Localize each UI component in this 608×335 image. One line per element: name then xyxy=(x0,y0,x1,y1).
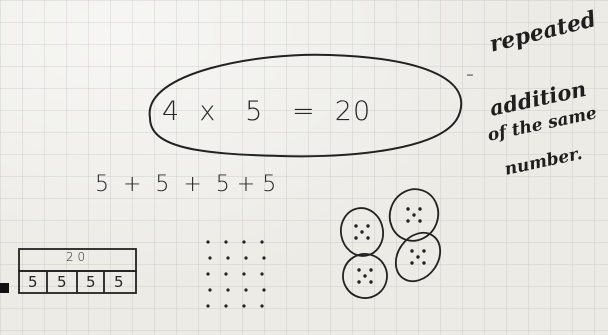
group-dot xyxy=(410,249,414,253)
group-dot xyxy=(366,224,370,228)
group-circle xyxy=(388,188,440,242)
bar-part-label: 5 xyxy=(57,273,67,291)
group-circle xyxy=(342,253,388,299)
bar-part-label: 5 xyxy=(86,273,96,291)
array-dot xyxy=(260,272,264,276)
group-dot xyxy=(369,280,373,284)
array-dot xyxy=(208,256,212,260)
group-dot xyxy=(416,255,420,259)
bar-part-label: 5 xyxy=(114,273,124,291)
group-dot xyxy=(406,219,410,223)
array-dot xyxy=(226,288,230,292)
array-dot xyxy=(260,304,264,308)
group-dot xyxy=(369,268,373,272)
array-dot xyxy=(224,240,228,244)
group-dot xyxy=(360,230,364,234)
array-dot xyxy=(224,304,228,308)
group-circle xyxy=(340,207,384,257)
marker-tray-edge xyxy=(0,283,9,293)
array-dot xyxy=(242,304,246,308)
array-dot xyxy=(244,288,248,292)
group-dot xyxy=(418,207,422,211)
group-dot xyxy=(412,213,416,217)
array-dot xyxy=(224,272,228,276)
bar-part-label: 5 xyxy=(28,273,38,291)
array-dot xyxy=(206,272,210,276)
bar-total-label: 2 0 xyxy=(66,250,86,264)
dot-array xyxy=(206,240,266,308)
group-dot xyxy=(357,268,361,272)
multiplication-equation: 4 x 5 = 20 xyxy=(162,96,372,127)
group-circle xyxy=(394,231,442,283)
group-dots xyxy=(354,207,426,284)
array-dot xyxy=(244,256,248,260)
group-dot xyxy=(357,280,361,284)
array-dot xyxy=(206,240,210,244)
array-dot xyxy=(260,240,264,244)
array-dot xyxy=(262,256,266,260)
bar-model xyxy=(18,248,137,294)
group-dot xyxy=(366,236,370,240)
group-dot xyxy=(354,224,358,228)
array-dot xyxy=(242,272,246,276)
group-dot xyxy=(422,261,426,265)
group-dot xyxy=(410,261,414,265)
dot-groups xyxy=(340,188,442,299)
array-dot xyxy=(226,256,230,260)
note-dash: - xyxy=(466,62,474,87)
array-dot xyxy=(208,288,212,292)
group-dot xyxy=(406,207,410,211)
array-dot xyxy=(206,304,210,308)
group-dot xyxy=(418,219,422,223)
repeated-addition: 5 + 5 + 5 + 5 xyxy=(95,172,277,197)
equation-loop xyxy=(148,53,463,158)
array-dot xyxy=(262,288,266,292)
group-dot xyxy=(363,274,367,278)
group-dot xyxy=(354,236,358,240)
array-dot xyxy=(242,240,246,244)
group-dot xyxy=(422,249,426,253)
